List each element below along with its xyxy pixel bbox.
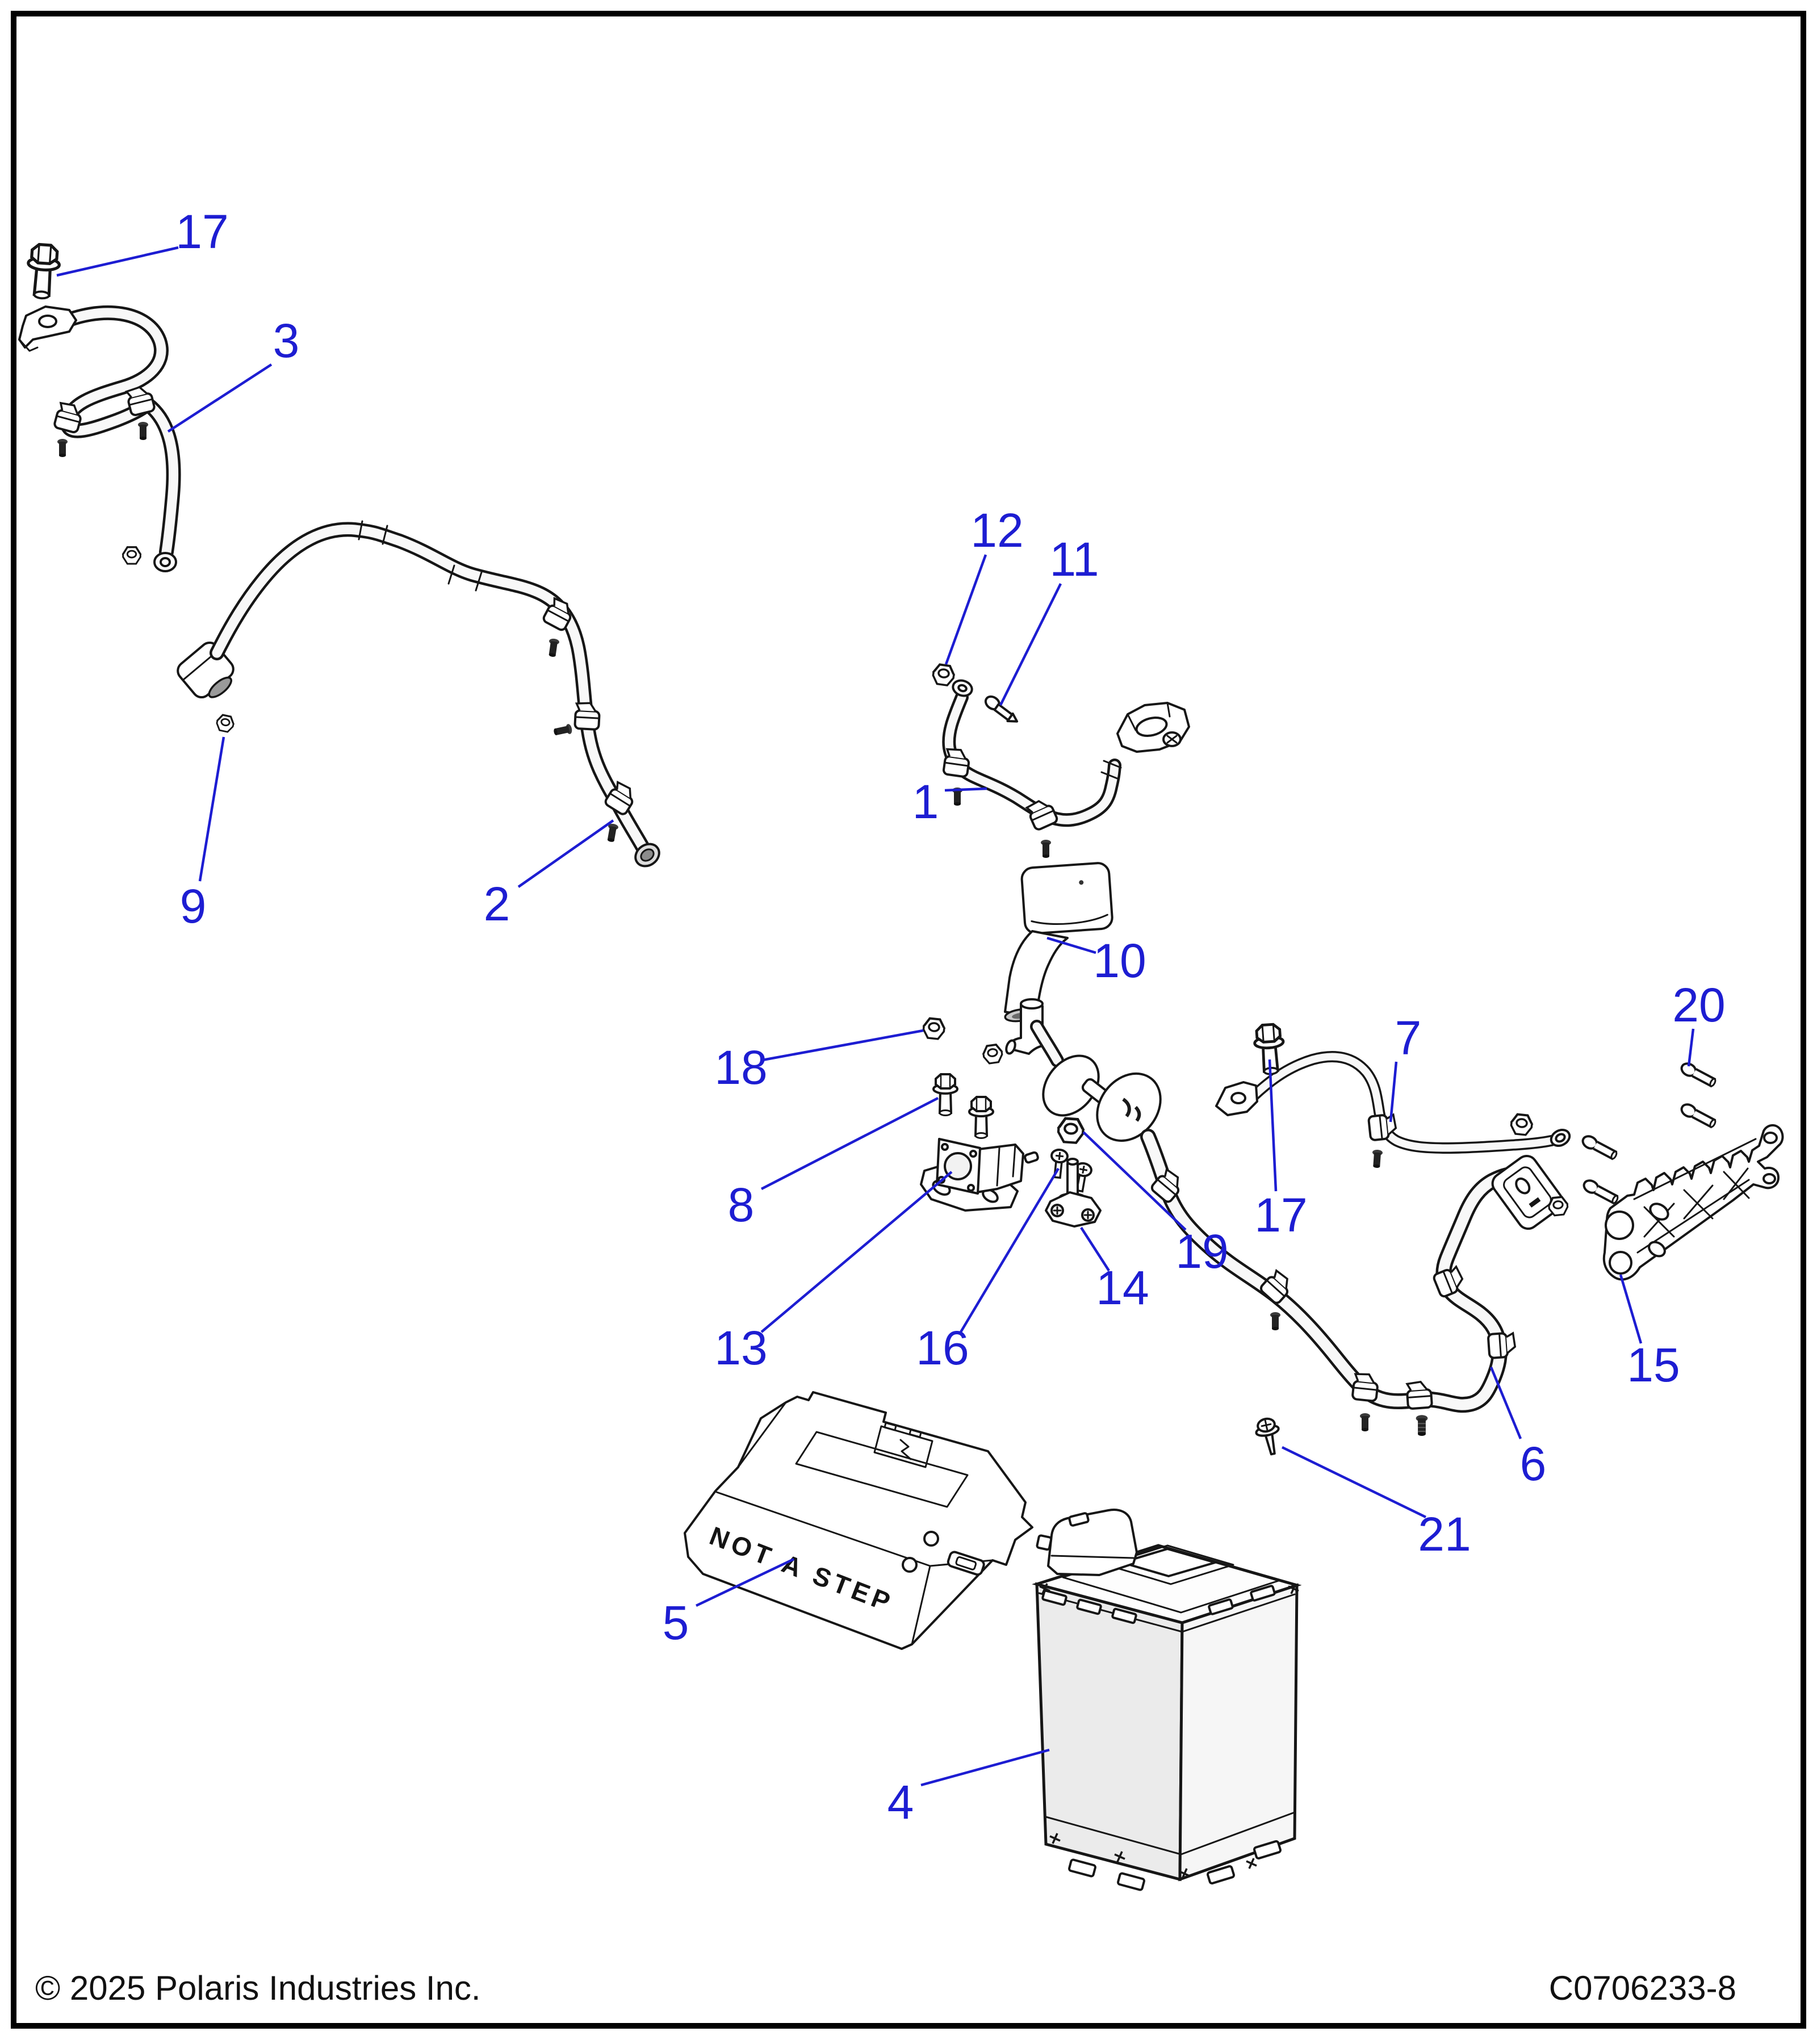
callout-1-0: 1 bbox=[912, 775, 939, 828]
callout-8-7: 8 bbox=[728, 1178, 755, 1232]
part-14-stud-mount bbox=[1045, 1158, 1102, 1228]
leader-line-6-5 bbox=[1489, 1367, 1522, 1439]
harness-boot-bulge bbox=[1042, 1054, 1100, 1117]
leader-line-17-16 bbox=[56, 246, 179, 277]
callout-16-15: 16 bbox=[916, 1321, 969, 1375]
nut-flange-a bbox=[1509, 1112, 1534, 1137]
part-16-screw bbox=[1048, 1147, 1070, 1180]
leader-line-4-3 bbox=[920, 1748, 1050, 1787]
callout-5-4: 5 bbox=[663, 1596, 689, 1649]
part-5-battery-cover: NOT A STEP bbox=[684, 1391, 1033, 1650]
callout-17-17: 17 bbox=[1254, 1188, 1307, 1242]
callout-6-5: 6 bbox=[1520, 1437, 1547, 1490]
diagram-code-text: C0706233-8 bbox=[1549, 1969, 1736, 2007]
callout-11-10: 11 bbox=[1049, 533, 1099, 586]
leader-line-12-11 bbox=[944, 554, 987, 665]
battery-terminal-clamp bbox=[1116, 702, 1190, 753]
part-8-bolt bbox=[932, 1073, 958, 1117]
callout-17-16: 17 bbox=[175, 205, 228, 258]
part-2-battery-cable bbox=[177, 520, 660, 868]
part-9-nut bbox=[214, 713, 236, 734]
part-19-nut bbox=[1058, 1118, 1084, 1143]
leader-line-2-1 bbox=[517, 819, 614, 888]
part-12-nut bbox=[931, 663, 956, 688]
leader-line-13-12 bbox=[760, 1171, 953, 1333]
leader-line-10-9 bbox=[1046, 936, 1096, 954]
callout-12-11: 12 bbox=[970, 504, 1023, 557]
leader-line-20-20 bbox=[1687, 1028, 1695, 1067]
battery-icon bbox=[873, 1422, 933, 1468]
leader-line-21-21 bbox=[1282, 1446, 1426, 1519]
callout-2-1: 2 bbox=[484, 877, 510, 931]
part-7-jumper-cable bbox=[1215, 1051, 1571, 1168]
leader-line-17-17 bbox=[1268, 1059, 1278, 1192]
leader-line-11-10 bbox=[999, 583, 1062, 706]
leader-line-15-14 bbox=[1619, 1274, 1643, 1344]
callout-15-14: 15 bbox=[1627, 1338, 1680, 1392]
callout-13-12: 13 bbox=[714, 1321, 767, 1375]
elbow-terminal-tube bbox=[1005, 998, 1044, 1055]
callout-19-19: 19 bbox=[1175, 1225, 1228, 1278]
copyright-text: © 2025 Polaris Industries Inc. bbox=[35, 1969, 481, 2007]
callout-18-18: 18 bbox=[714, 1041, 767, 1094]
cable-2-boot bbox=[177, 641, 235, 699]
bolt-second bbox=[968, 1096, 994, 1140]
part-13-solenoid bbox=[920, 1138, 1039, 1212]
callout-20-20: 20 bbox=[1672, 978, 1725, 1032]
page-border bbox=[11, 11, 1806, 2029]
callout-14-13: 14 bbox=[1096, 1261, 1149, 1314]
leader-line-14-13 bbox=[1080, 1226, 1110, 1272]
leader-line-19-19 bbox=[1082, 1131, 1187, 1231]
callout-4-3: 4 bbox=[887, 1775, 914, 1829]
part-11-bolt bbox=[984, 695, 1019, 723]
part-6-harness bbox=[1030, 1020, 1564, 1436]
leader-line-1-0 bbox=[944, 787, 987, 792]
part-4-battery bbox=[1032, 1509, 1302, 1891]
leader-line-18-18 bbox=[762, 1029, 924, 1062]
part-15-fuse-block bbox=[1602, 1124, 1784, 1281]
leader-line-8-7 bbox=[760, 1096, 939, 1191]
leader-line-3-2 bbox=[167, 363, 273, 433]
battery-terminal-hood bbox=[1036, 1509, 1138, 1576]
leader-line-9-8 bbox=[198, 736, 225, 882]
part-17-bolt-topleft bbox=[26, 244, 61, 299]
callout-10-9: 10 bbox=[1093, 934, 1146, 987]
callout-9-8: 9 bbox=[180, 879, 207, 933]
leader-line-5-4 bbox=[696, 1557, 794, 1607]
part-3-ground-cable bbox=[18, 305, 181, 572]
nut-small bbox=[981, 1043, 1004, 1065]
leader-line-16-15 bbox=[960, 1167, 1060, 1333]
cable-2-end-cap bbox=[634, 843, 660, 868]
harness-connector-boot bbox=[1491, 1154, 1564, 1230]
leader-line-7-6 bbox=[1389, 1061, 1398, 1122]
part-21-screw bbox=[1255, 1417, 1280, 1456]
part-18-nut bbox=[922, 1016, 947, 1041]
callout-21-21: 21 bbox=[1418, 1507, 1471, 1561]
part-1-terminal-cable bbox=[941, 679, 1190, 858]
callout-7-6: 7 bbox=[1395, 1011, 1422, 1065]
callout-3-2: 3 bbox=[273, 314, 300, 367]
